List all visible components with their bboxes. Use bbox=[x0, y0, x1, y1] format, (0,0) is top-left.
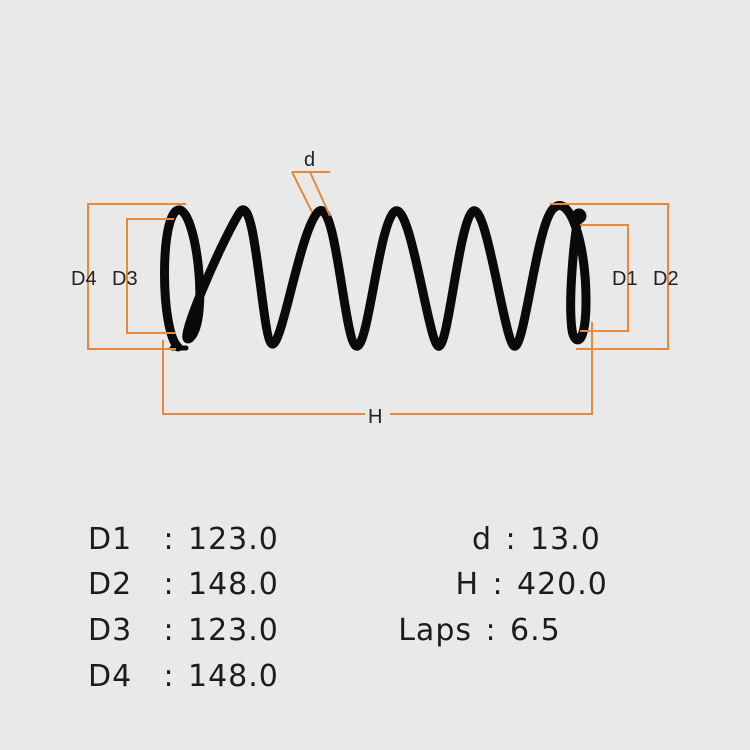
label-D1: D1 bbox=[612, 268, 638, 290]
label-d: d bbox=[304, 149, 315, 171]
h-dimension bbox=[162, 322, 593, 415]
label-D2: D2 bbox=[653, 268, 679, 290]
spring-end-tip bbox=[571, 208, 587, 224]
spring-coil-path bbox=[160, 201, 591, 352]
label-H: H bbox=[368, 406, 382, 428]
d-indicator bbox=[291, 171, 331, 217]
d1-bracket bbox=[580, 224, 629, 332]
label-D4: D4 bbox=[71, 268, 97, 290]
label-D3: D3 bbox=[112, 268, 138, 290]
coil-spring bbox=[160, 201, 591, 352]
d4-bracket bbox=[87, 203, 186, 350]
dimension-lines bbox=[87, 171, 669, 415]
d3-bracket bbox=[126, 218, 176, 334]
d2-bracket bbox=[550, 203, 669, 350]
